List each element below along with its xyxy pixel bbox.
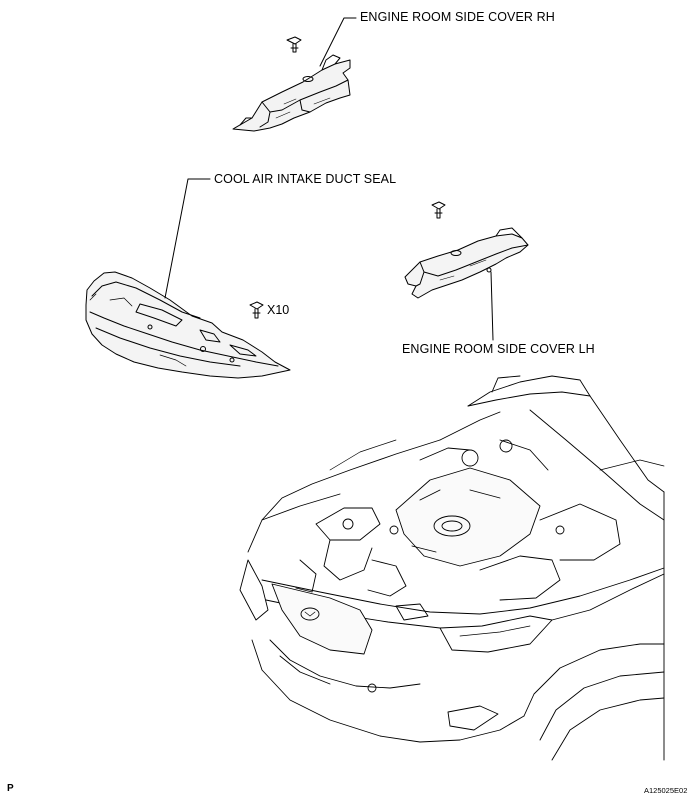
- side-cover-rh-part: [232, 54, 351, 132]
- leader-line-lh: [490, 271, 494, 341]
- leader-line-duct-seal: [164, 178, 211, 299]
- clip-rh: [286, 36, 302, 53]
- clip-duct-seal: [249, 301, 264, 319]
- label-clip-quantity: X10: [267, 303, 290, 317]
- leader-line-rh: [319, 17, 357, 67]
- page-mark: P: [7, 783, 14, 794]
- label-engine-room-side-cover-rh: ENGINE ROOM SIDE COVER RH: [360, 10, 555, 24]
- label-engine-room-side-cover-lh: ENGINE ROOM SIDE COVER LH: [402, 342, 595, 356]
- clip-lh: [431, 201, 446, 219]
- figure-code: A125025E02: [644, 786, 688, 795]
- label-cool-air-intake-duct-seal: COOL AIR INTAKE DUCT SEAL: [214, 172, 397, 186]
- duct-seal-part: [85, 271, 291, 379]
- vehicle-front-view: [239, 375, 665, 761]
- side-cover-lh-part: [404, 227, 529, 299]
